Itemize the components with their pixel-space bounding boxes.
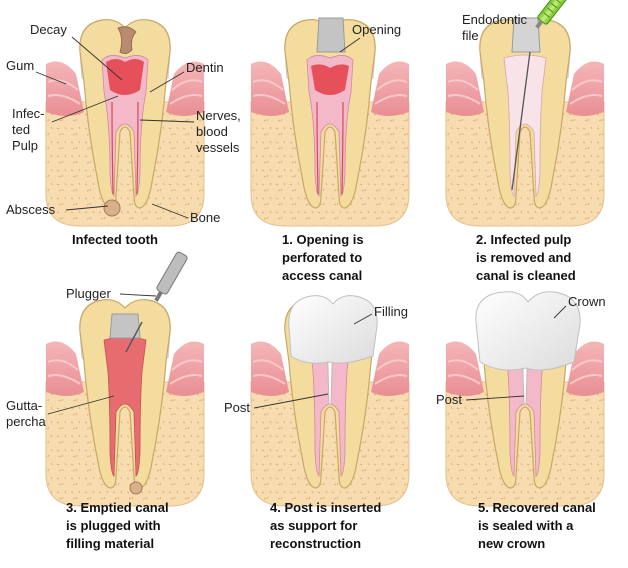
label-gum: Gum: [6, 58, 34, 73]
caption-step5-line3: new crown: [478, 536, 545, 551]
label-post-4: Post: [224, 400, 250, 415]
label-endodontic-1: Endodontic: [462, 12, 528, 27]
label-gutta-percha-1: Gutta-: [6, 398, 42, 413]
label-plugger: Plugger: [66, 286, 111, 301]
filling: [288, 295, 378, 364]
label-dentin: Dentin: [186, 60, 224, 75]
caption-step3-line3: filling material: [66, 536, 154, 551]
plugger-tool: [154, 251, 188, 302]
caption-step1-line2: perforated to: [282, 250, 362, 265]
label-opening: Opening: [352, 22, 401, 37]
abscess: [103, 199, 121, 217]
caption-step2-line2: is removed and: [476, 250, 571, 265]
caption-step5-line2: is sealed with a: [478, 518, 574, 533]
label-gutta-percha-2: percha: [6, 414, 47, 429]
caption-step5-line1: 5. Recovered canal: [478, 500, 596, 515]
label-nerves-3: vessels: [196, 140, 240, 155]
label-nerves-2: blood: [196, 124, 228, 139]
caption-step3-line1: 3. Emptied canal: [66, 500, 169, 515]
caption-step4-line1: 4. Post is inserted: [270, 500, 381, 515]
label-nerves-1: Nerves,: [196, 108, 241, 123]
caption-infected-tooth: Infected tooth: [72, 232, 158, 247]
decay-spot: [117, 26, 137, 54]
caption-step2-line1: 2. Infected pulp: [476, 232, 571, 247]
label-endodontic-2: file: [462, 28, 479, 43]
caption-step4-line3: reconstruction: [270, 536, 361, 551]
access-opening: [316, 17, 346, 53]
label-post-5: Post: [436, 392, 462, 407]
label-infected-pulp-1: Infec-: [12, 106, 45, 121]
panel-opening: [250, 17, 410, 227]
caption-step1-line1: 1. Opening is: [282, 232, 364, 247]
panel-plugging: [45, 251, 205, 507]
label-bone: Bone: [190, 210, 220, 225]
label-crown: Crown: [568, 294, 606, 309]
gutta-percha-fill: [103, 336, 147, 477]
panel-crown: [445, 291, 605, 507]
caption-step3-line2: is plugged with: [66, 518, 161, 533]
label-decay: Decay: [30, 22, 67, 37]
panel-cleaning: [445, 0, 605, 227]
caption-step2-line3: canal is cleaned: [476, 268, 576, 283]
label-abscess: Abscess: [6, 202, 56, 217]
file-shaft: [511, 51, 531, 191]
endodontic-file: [535, 0, 569, 29]
panel-infected-tooth: [45, 19, 205, 227]
caption-step4-line2: as support for: [270, 518, 357, 533]
label-infected-pulp-2: ted: [12, 122, 30, 137]
label-infected-pulp-3: Pulp: [12, 138, 38, 153]
infected-pulp: [106, 59, 144, 95]
caption-step1-line3: access canal: [282, 268, 362, 283]
crown: [475, 291, 581, 371]
label-filling: Filling: [374, 304, 408, 319]
panel-post-filling: [250, 295, 410, 507]
